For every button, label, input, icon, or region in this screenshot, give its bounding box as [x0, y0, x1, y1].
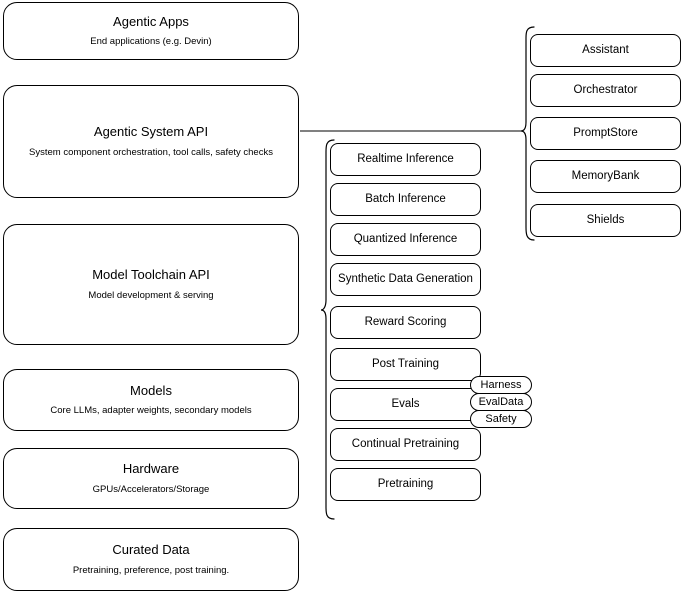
layer-subtitle: Model development & serving [88, 289, 214, 301]
capability-pretraining[interactable]: Pretraining [330, 468, 481, 501]
component-assistant[interactable]: Assistant [530, 34, 681, 67]
capability-label: Pretraining [377, 478, 434, 491]
component-memorybank[interactable]: MemoryBank [530, 160, 681, 193]
component-label: MemoryBank [571, 170, 640, 183]
layer-subtitle: System component orchestration, tool cal… [29, 146, 273, 158]
capability-label: Evals [391, 398, 420, 411]
eval-pill-label: EvalData [478, 396, 524, 408]
layer-subtitle: Core LLMs, adapter weights, secondary mo… [50, 405, 252, 417]
capability-label: Quantized Inference [353, 233, 458, 246]
eval-pill-label: Safety [485, 413, 517, 425]
capability-label: Realtime Inference [357, 153, 454, 166]
layer-title: Hardware [122, 461, 180, 477]
layer-model-toolchain-api[interactable]: Model Toolchain API Model development & … [3, 224, 299, 345]
layer-curated-data[interactable]: Curated Data Pretraining, preference, po… [3, 528, 299, 591]
component-label: PromptStore [573, 127, 638, 140]
layer-hardware[interactable]: Hardware GPUs/Accelerators/Storage [3, 448, 299, 509]
eval-pill-harness[interactable]: Harness [470, 376, 532, 394]
layer-subtitle: End applications (e.g. Devin) [90, 36, 212, 48]
component-shields[interactable]: Shields [530, 204, 681, 237]
eval-pill-safety[interactable]: Safety [470, 410, 532, 428]
capability-realtime-inference[interactable]: Realtime Inference [330, 143, 481, 176]
component-promptstore[interactable]: PromptStore [530, 117, 681, 150]
component-orchestrator[interactable]: Orchestrator [530, 74, 681, 107]
layer-title: Curated Data [112, 542, 190, 558]
capability-post-training[interactable]: Post Training [330, 348, 481, 381]
component-label: Assistant [582, 44, 629, 57]
capability-continual-pretraining[interactable]: Continual Pretraining [330, 428, 481, 461]
eval-pill-label: Harness [480, 379, 522, 391]
layer-title: Agentic Apps [113, 13, 189, 29]
capability-synthetic-data-generation[interactable]: Synthetic Data Generation [330, 263, 481, 296]
capability-quantized-inference[interactable]: Quantized Inference [330, 223, 481, 256]
layer-subtitle: Pretraining, preference, post training. [72, 564, 230, 576]
component-label: Shields [586, 214, 625, 227]
layer-subtitle: GPUs/Accelerators/Storage [92, 483, 210, 495]
layer-title: Agentic System API [93, 124, 209, 140]
capability-label: Continual Pretraining [351, 438, 460, 451]
capability-label: Post Training [371, 358, 440, 371]
component-label: Orchestrator [573, 84, 638, 97]
layer-title: Models [130, 382, 172, 398]
layer-title: Model Toolchain API [92, 267, 210, 283]
layer-agentic-system-api[interactable]: Agentic System API System component orch… [3, 85, 299, 198]
capability-evals[interactable]: Evals [330, 388, 481, 421]
capability-label: Reward Scoring [364, 316, 447, 329]
capability-label: Synthetic Data Generation [338, 273, 473, 286]
capability-reward-scoring[interactable]: Reward Scoring [330, 306, 481, 339]
capability-batch-inference[interactable]: Batch Inference [330, 183, 481, 216]
capability-label: Batch Inference [365, 193, 446, 206]
eval-pill-evaldata[interactable]: EvalData [470, 393, 532, 411]
layer-agentic-apps[interactable]: Agentic Apps End applications (e.g. Devi… [3, 2, 299, 60]
layer-models[interactable]: Models Core LLMs, adapter weights, secon… [3, 369, 299, 431]
